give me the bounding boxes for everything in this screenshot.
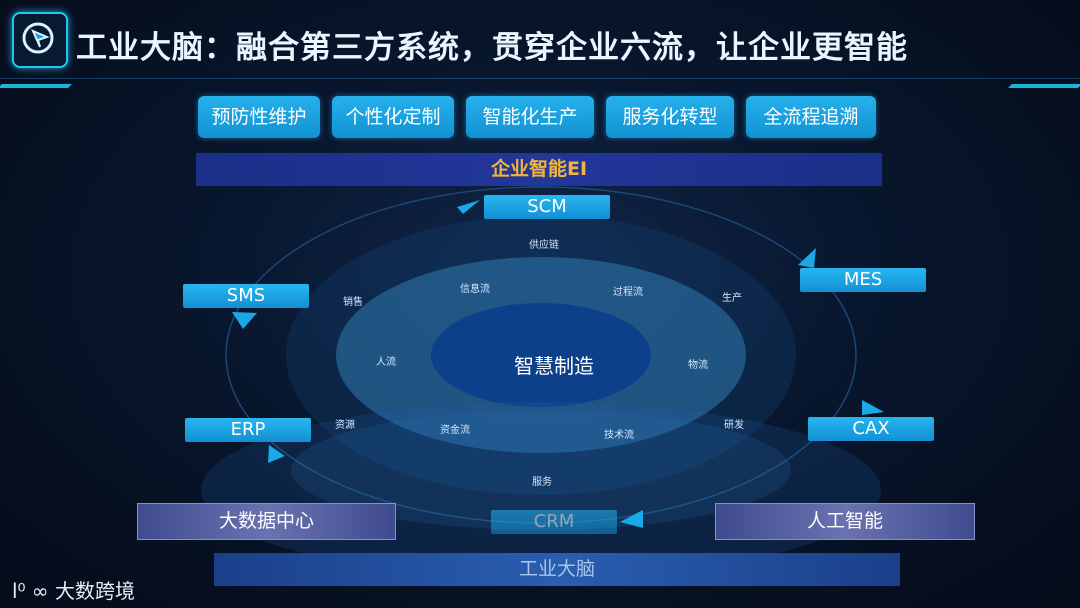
page-title: 工业大脑：融合第三方系统，贯穿企业六流，让企业更智能 [76, 30, 908, 66]
left-accent [0, 84, 72, 88]
feature-service-transformation: 服务化转型 [606, 96, 734, 138]
system-erp: ERP [185, 418, 311, 442]
feature-preventive-maintenance: 预防性维护 [198, 96, 320, 138]
watermark: ⅼ⁰ ∞ 大数跨境 [12, 575, 135, 604]
app-logo [12, 12, 68, 68]
header-divider [0, 78, 1080, 79]
label-rd: 研发 [724, 420, 744, 431]
big-data-center-box: 大数据中心 [137, 503, 396, 540]
label-resources: 资源 [335, 420, 355, 431]
feature-traceability: 全流程追溯 [746, 96, 876, 138]
label-info-flow: 信息流 [460, 284, 490, 295]
right-accent [1008, 84, 1080, 88]
label-logistics: 物流 [688, 360, 708, 371]
label-capital-flow: 资金流 [440, 425, 470, 436]
system-sms: SMS [183, 284, 309, 308]
ai-box: 人工智能 [715, 503, 975, 540]
system-scm: SCM [484, 195, 610, 219]
brain-icon [22, 22, 54, 54]
label-people-flow: 人流 [376, 357, 396, 368]
label-sales: 销售 [343, 297, 363, 308]
watermark-logo-icon: ⅼ⁰ ∞ [12, 579, 55, 603]
label-tech-flow: 技术流 [604, 430, 634, 441]
feature-row: 预防性维护 个性化定制 智能化生产 服务化转型 全流程追溯 [198, 96, 878, 138]
label-supply-chain: 供应链 [529, 240, 559, 251]
watermark-text: 大数跨境 [54, 579, 135, 603]
feature-smart-production: 智能化生产 [466, 96, 594, 138]
system-crm: CRM [491, 510, 617, 534]
feature-personalized-customization: 个性化定制 [332, 96, 454, 138]
system-cax: CAX [808, 417, 934, 441]
label-production: 生产 [722, 293, 742, 304]
enterprise-intelligence-bar: 企业智能EI [196, 153, 882, 186]
center-label: 智慧制造 [514, 354, 594, 378]
label-service: 服务 [532, 477, 552, 488]
industrial-brain-bar: 工业大脑 [214, 553, 900, 586]
label-process-flow: 过程流 [613, 287, 643, 298]
system-mes: MES [800, 268, 926, 292]
